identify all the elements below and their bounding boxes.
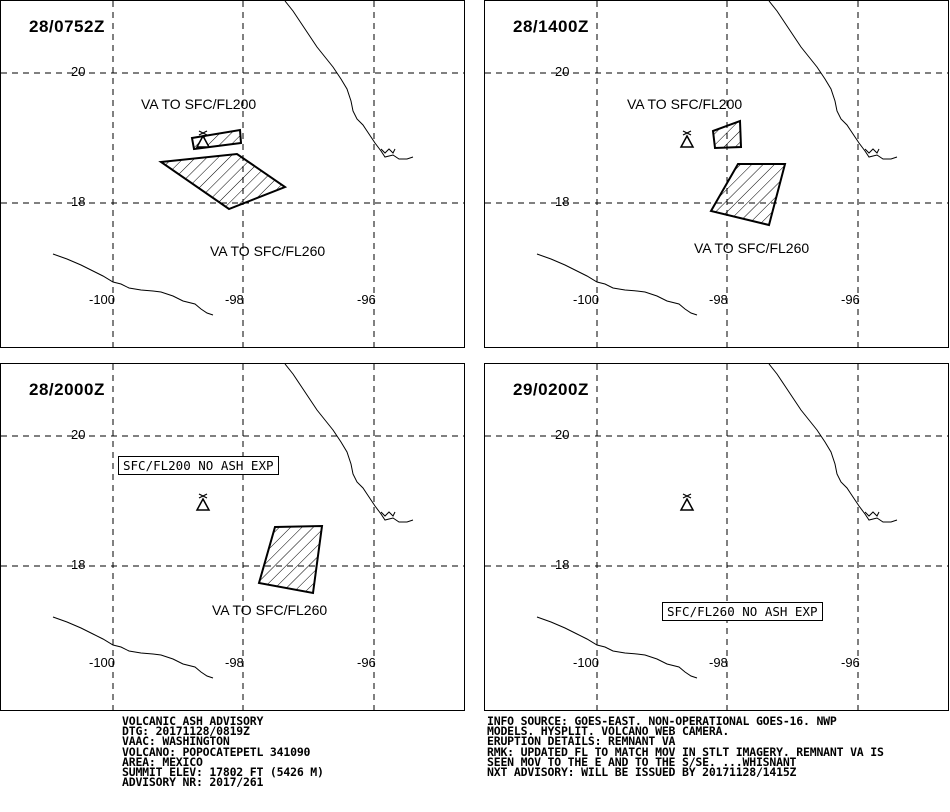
lat-tick-18: 18 bbox=[71, 194, 86, 209]
advisory-line: SEEN MOV TO THE E AND TO THE S/SE. ...WH… bbox=[487, 754, 797, 769]
ash-layer-label-fl200: VA TO SFC/FL200 bbox=[141, 96, 257, 112]
advisory-line: SUMMIT ELEV: 17802 FT (5426 M) bbox=[122, 765, 324, 780]
ash-cloud-polygon bbox=[711, 119, 743, 150]
map-canvas bbox=[485, 1, 948, 347]
advisory-line: ERUPTION DETAILS: REMNANT VA bbox=[487, 734, 676, 749]
ash-cloud-polygon bbox=[158, 152, 288, 211]
lat-tick-20: 20 bbox=[71, 64, 86, 79]
volcano-cone bbox=[679, 497, 695, 511]
volcano-icon bbox=[195, 130, 211, 148]
advisory-line: ADVISORY NR: 2017/261 bbox=[122, 775, 264, 790]
lon-tick-98: -98 bbox=[225, 292, 244, 307]
coastline-detail bbox=[380, 148, 396, 154]
lon-tick-98: -98 bbox=[709, 655, 728, 670]
lon-tick-100: -100 bbox=[89, 655, 116, 670]
pacific-coastline bbox=[536, 616, 698, 679]
lat-tick-20: 20 bbox=[555, 427, 570, 442]
ash-cloud-polygon bbox=[709, 163, 787, 227]
forecast-panel-2000z: 28/2000Z 20 18 -100 -98 -96 SFC/FL200 NO… bbox=[0, 363, 465, 711]
advisory-line: VOLCANO: POPOCATEPETL 341090 bbox=[122, 744, 311, 759]
pacific-coastline bbox=[52, 616, 214, 679]
pacific-coastline bbox=[536, 253, 698, 316]
no-ash-note: SFC/FL200 NO ASH EXP bbox=[118, 456, 279, 475]
panel-time-label: 29/0200Z bbox=[513, 380, 589, 399]
no-ash-note: SFC/FL260 NO ASH EXP bbox=[662, 602, 823, 621]
ash-layer-label-fl200: VA TO SFC/FL200 bbox=[627, 96, 743, 112]
coastline-detail bbox=[380, 511, 396, 517]
advisory-line: VAAC: WASHINGTON bbox=[122, 734, 230, 749]
lon-tick-100: -100 bbox=[573, 655, 600, 670]
map-canvas bbox=[485, 364, 948, 710]
ash-layer-label-fl260: VA TO SFC/FL260 bbox=[694, 240, 810, 256]
volcano-cone bbox=[195, 134, 211, 148]
volcano-plume bbox=[682, 130, 692, 136]
lon-tick-98: -98 bbox=[225, 655, 244, 670]
volcano-plume bbox=[682, 493, 692, 499]
forecast-panel-0200z: 29/0200Z 20 18 -100 -98 -96 SFC/FL260 NO… bbox=[484, 363, 949, 711]
advisory-details-block: INFO SOURCE: GOES-EAST. NON-OPERATIONAL … bbox=[487, 714, 884, 780]
panel-time-label: 28/1400Z bbox=[513, 17, 589, 36]
ash-cloud-polygon bbox=[257, 524, 324, 595]
ash-layer-label-fl260: VA TO SFC/FL260 bbox=[210, 243, 326, 259]
coastline-detail bbox=[864, 148, 880, 154]
volcano-cone bbox=[679, 134, 695, 148]
advisory-line: RMK: UPDATED FL TO MATCH MOV IN STLT IMA… bbox=[487, 744, 884, 759]
forecast-panel-0752z: 28/0752Z 20 18 -100 -98 -96 VA TO SFC/FL… bbox=[0, 0, 465, 348]
lat-tick-18: 18 bbox=[555, 557, 570, 572]
volcano-cone bbox=[195, 497, 211, 511]
lon-tick-96: -96 bbox=[841, 292, 860, 307]
volcano-plume bbox=[198, 493, 208, 499]
lat-tick-18: 18 bbox=[71, 557, 86, 572]
lat-tick-20: 20 bbox=[555, 64, 570, 79]
forecast-panel-1400z: 28/1400Z 20 18 -100 -98 -96 VA TO SFC/FL… bbox=[484, 0, 949, 348]
advisory-line: VOLCANIC ASH ADVISORY bbox=[122, 714, 264, 728]
advisory-line: DTG: 20171128/0819Z bbox=[122, 724, 250, 739]
panel-time-label: 28/0752Z bbox=[29, 17, 105, 36]
map-canvas bbox=[1, 364, 464, 710]
advisory-line: INFO SOURCE: GOES-EAST. NON-OPERATIONAL … bbox=[487, 714, 837, 728]
gulf-coastline bbox=[768, 1, 898, 160]
gulf-coastline bbox=[284, 364, 414, 523]
gulf-coastline bbox=[768, 364, 898, 523]
advisory-line: AREA: MEXICO bbox=[122, 754, 203, 769]
lon-tick-96: -96 bbox=[841, 655, 860, 670]
ash-layer-label-fl260: VA TO SFC/FL260 bbox=[212, 602, 328, 618]
gulf-coastline bbox=[284, 1, 414, 160]
coastline-detail bbox=[864, 511, 880, 517]
pacific-coastline bbox=[52, 253, 214, 316]
panel-time-label: 28/2000Z bbox=[29, 380, 105, 399]
advisory-line: MODELS. HYSPLIT. VOLCANO WEB CAMERA. bbox=[487, 724, 730, 739]
volcano-icon bbox=[679, 130, 695, 148]
lon-tick-100: -100 bbox=[573, 292, 600, 307]
volcano-plume bbox=[198, 130, 208, 136]
lon-tick-98: -98 bbox=[709, 292, 728, 307]
advisory-header-block: VOLCANIC ASH ADVISORY DTG: 20171128/0819… bbox=[122, 714, 324, 790]
lon-tick-96: -96 bbox=[357, 292, 376, 307]
lon-tick-96: -96 bbox=[357, 655, 376, 670]
lat-tick-18: 18 bbox=[555, 194, 570, 209]
lon-tick-100: -100 bbox=[89, 292, 116, 307]
volcano-icon bbox=[679, 493, 695, 511]
volcano-icon bbox=[195, 493, 211, 511]
lat-tick-20: 20 bbox=[71, 427, 86, 442]
map-canvas bbox=[1, 1, 464, 347]
advisory-line: NXT ADVISORY: WILL BE ISSUED BY 20171128… bbox=[487, 765, 797, 780]
